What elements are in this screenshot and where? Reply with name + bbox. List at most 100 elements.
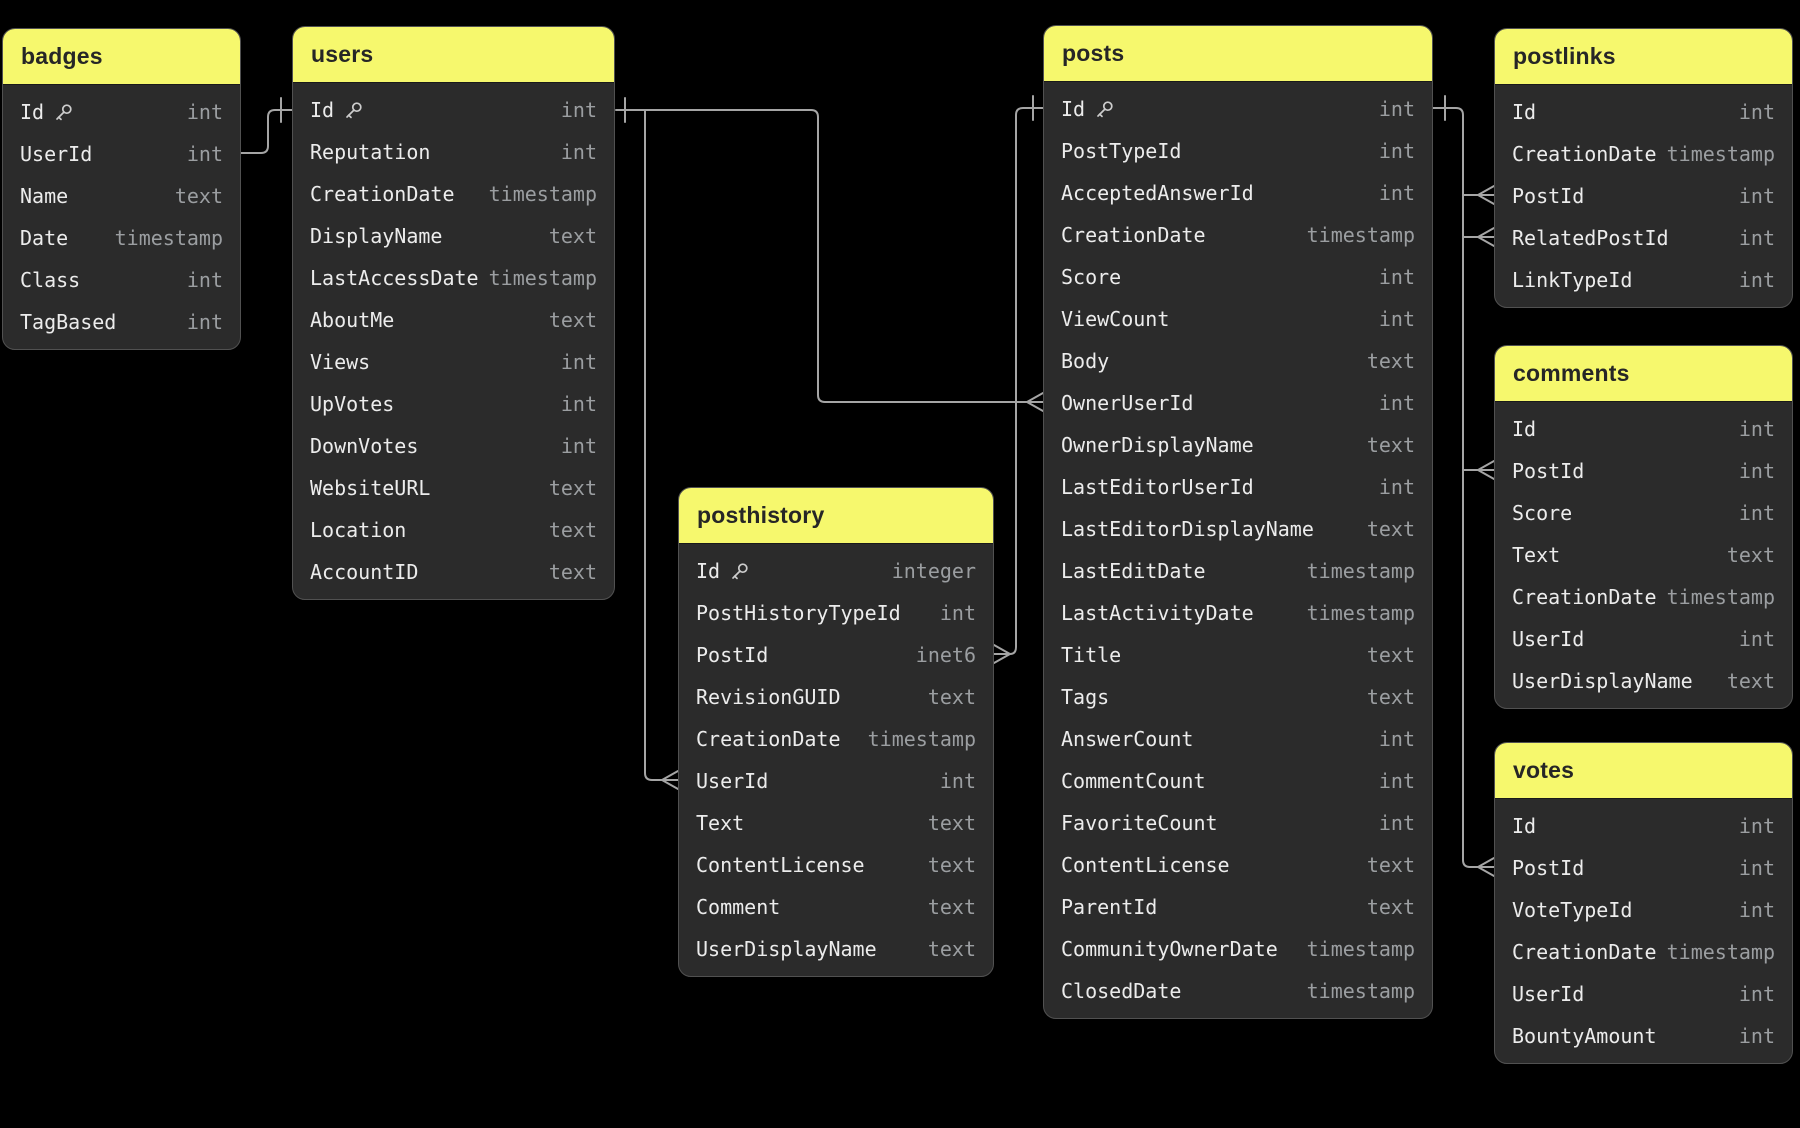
table-header-posts[interactable]: posts [1044,26,1432,82]
field-name: Location [310,518,407,542]
table-header-users[interactable]: users [293,27,614,83]
table-header-comments[interactable]: comments [1495,346,1792,402]
table-header-posthistory[interactable]: posthistory [679,488,993,544]
field-type: int [1738,627,1775,651]
relation-users-posts[interactable] [615,97,1044,412]
many-marker [1477,185,1495,205]
table-header-votes[interactable]: votes [1495,743,1792,799]
table-header-postlinks[interactable]: postlinks [1495,29,1792,85]
relation-badges-users[interactable] [240,97,293,154]
field-type: int [1378,391,1415,415]
field-name: Score [1512,501,1573,525]
relation-posts-right-tables[interactable] [1432,95,1495,877]
field-name: OwnerDisplayName [1061,433,1254,457]
relation-users-posthistory[interactable] [644,109,679,790]
field-type: int [939,601,976,625]
field-row-PostHistoryTypeId[interactable]: PostHistoryTypeId int [679,592,993,634]
field-name: PostHistoryTypeId [696,601,901,625]
table-header-badges[interactable]: badges [3,29,240,85]
relation-posts-posthistory[interactable] [993,95,1044,664]
primary-key-icon [56,103,72,120]
